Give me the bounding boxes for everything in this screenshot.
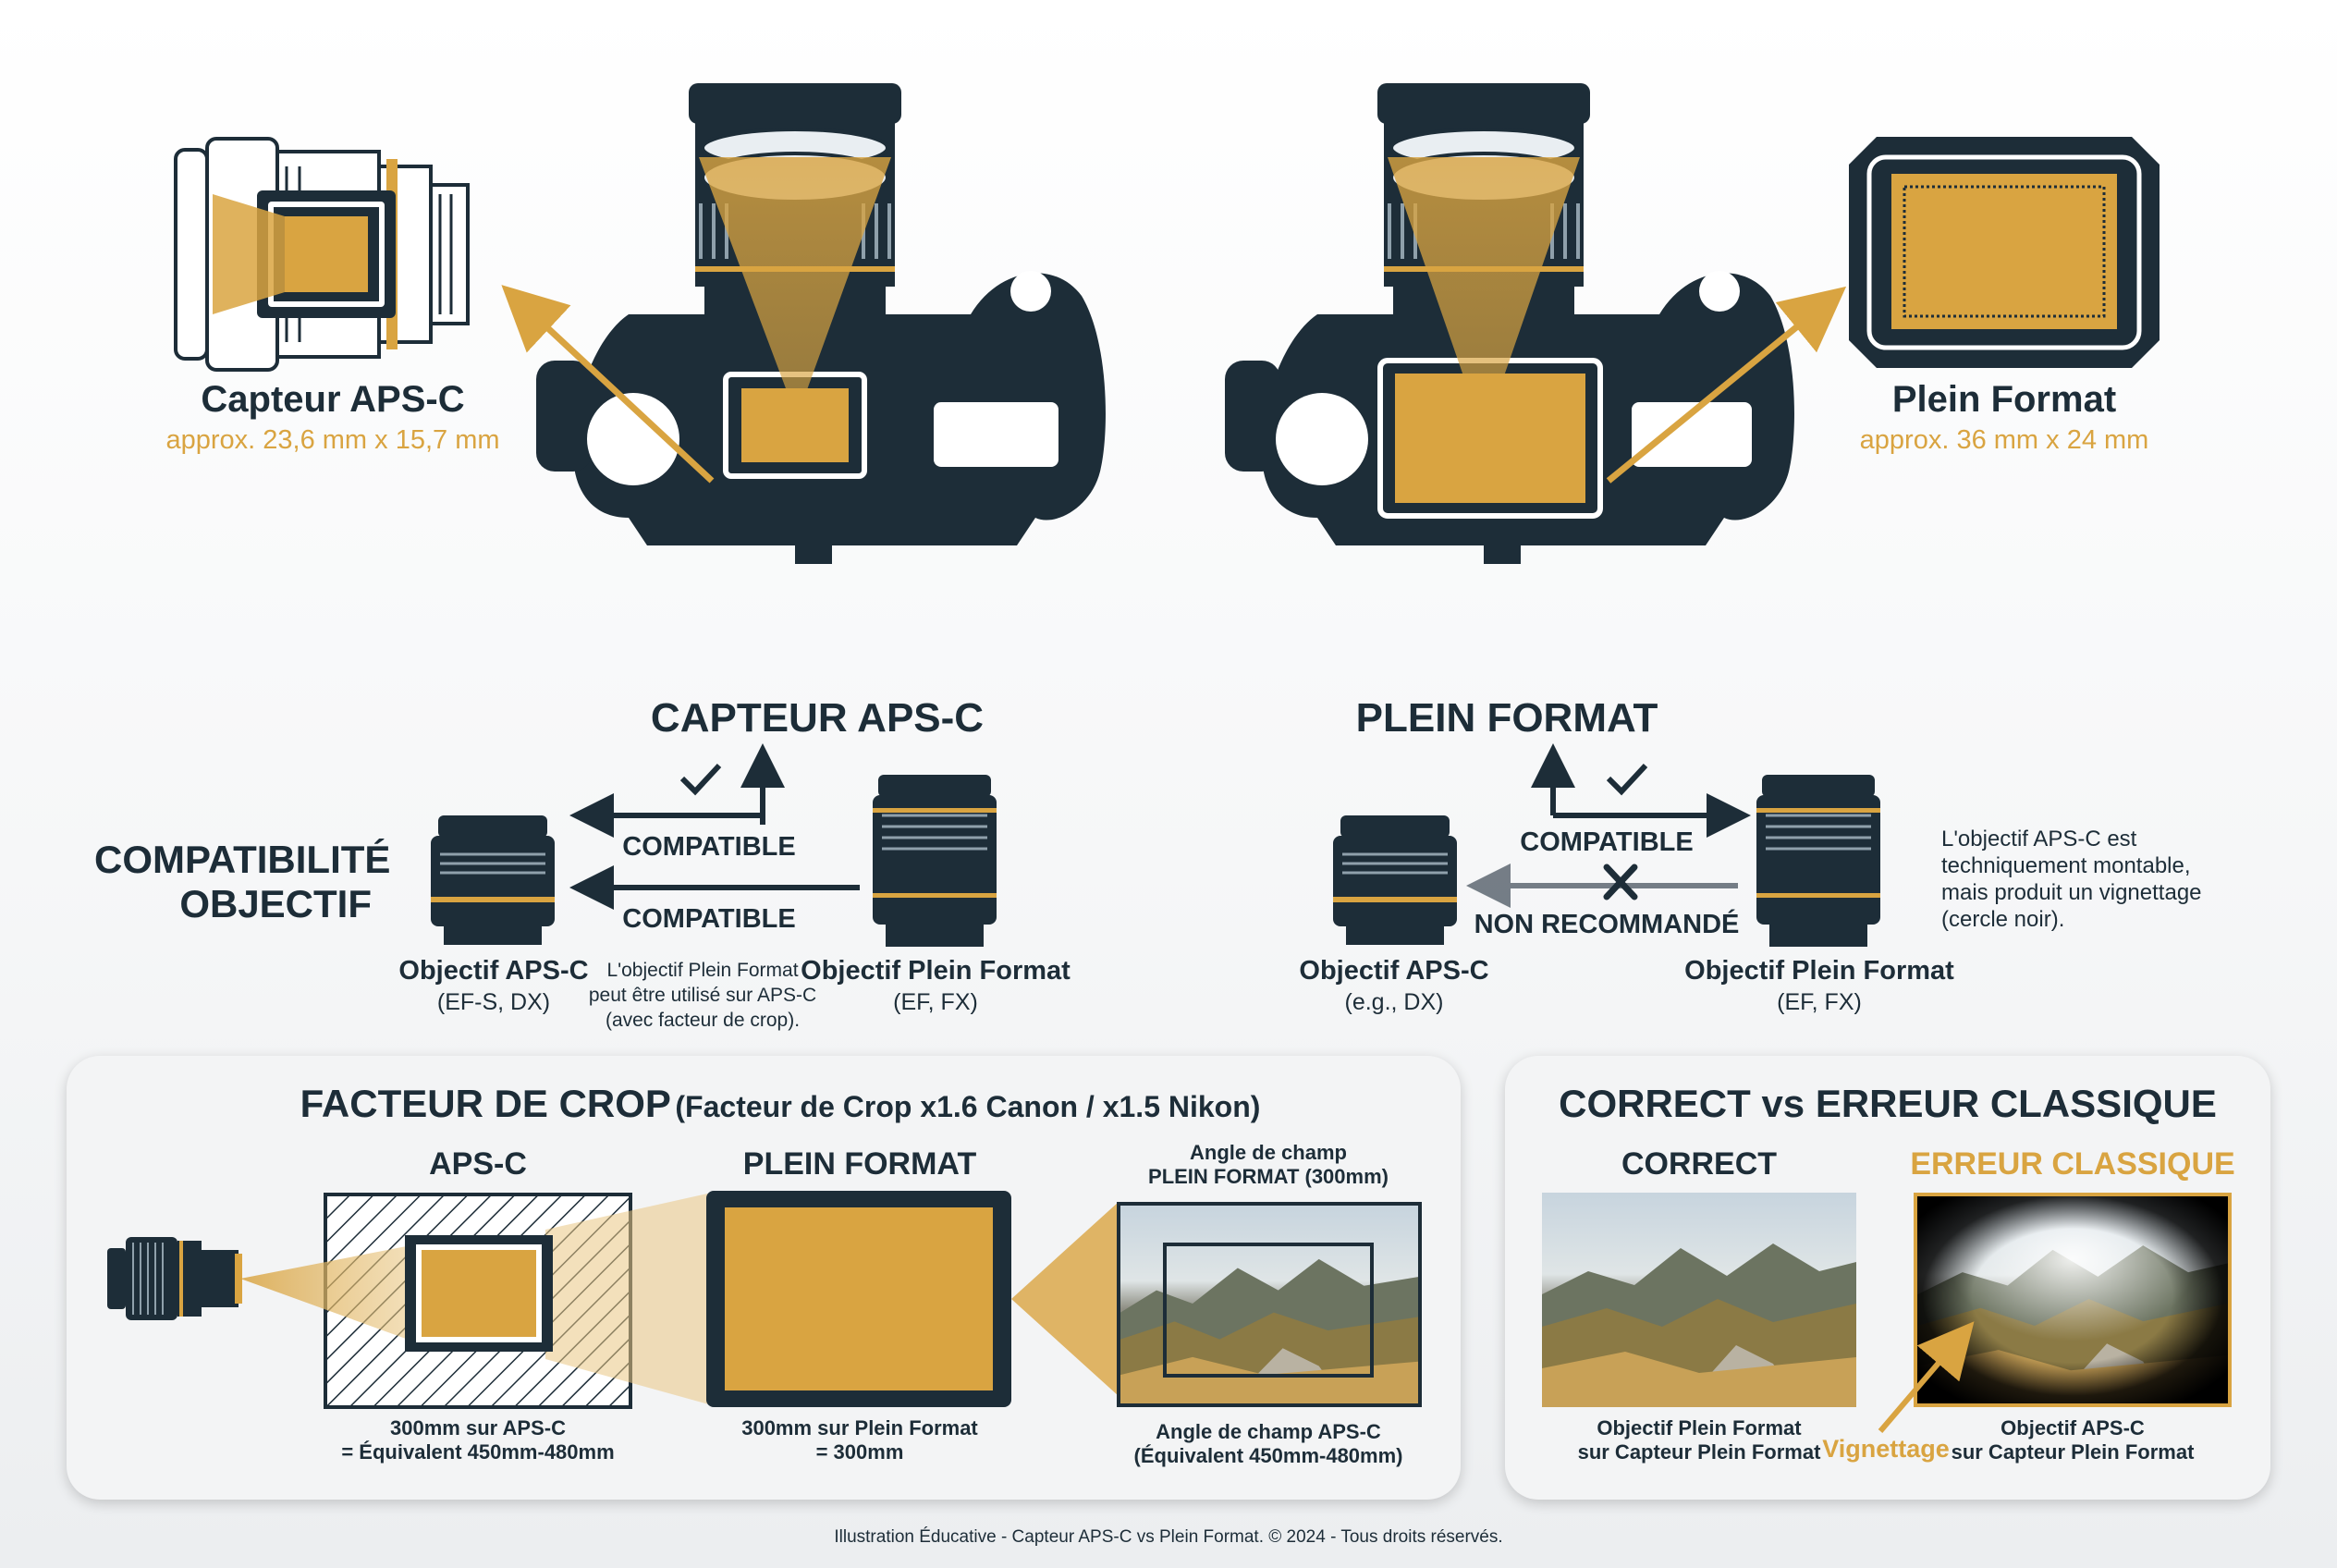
full-sensor-size: approx. 36 mm x 24 mm (1859, 425, 2149, 455)
fov-apsc-frame (1163, 1243, 1374, 1378)
full-lens-sub-right: (EF, FX) (1777, 989, 1862, 1015)
compat-left-note-line1: L'objectif Plein Format (606, 960, 799, 981)
apsc-sensor-title: Capteur APS-C (201, 379, 465, 420)
fov-full-line2: PLEIN FORMAT (300mm) (1148, 1165, 1389, 1188)
compat-right-note: L'objectif APS-C est techniquement monta… (1941, 827, 2202, 932)
full-lens-name-right: Objectif Plein Format (1684, 956, 1954, 986)
apsc-lens-sub-left: (EF-S, DX) (436, 989, 551, 1015)
apsc-lens-sub-right: (e.g., DX) (1344, 989, 1444, 1015)
correct-caption-line1: Objectif Plein Format (1597, 1416, 1802, 1439)
compat-right-not-recommended: NON RECOMMANDÉ (1474, 910, 1740, 939)
fov-apsc-line2: (Équivalent 450mm-480mm) (1133, 1444, 1403, 1467)
apsc-lens-name-left: Objectif APS-C (398, 956, 589, 986)
error-caption: Objectif APS-C sur Capteur Plein Format (1952, 1416, 2195, 1464)
apsc-lens-name-right: Objectif APS-C (1299, 956, 1489, 986)
fov-full-line1: Angle de champ (1190, 1141, 1347, 1164)
compat-left-note: L'objectif Plein Format peut être utilis… (589, 958, 816, 1033)
full-lens-icon-right (1756, 775, 1880, 947)
correct-label: CORRECT (1621, 1146, 1778, 1182)
crop-full-label: PLEIN FORMAT (742, 1146, 977, 1182)
crop-apsc-caption-line1: 300mm sur APS-C (390, 1416, 566, 1439)
vignetting-label: Vignettage (1822, 1435, 1950, 1463)
compat-title: COMPATIBILITÉ OBJECTIF (94, 838, 391, 926)
fov-apsc-label: Angle de champ APS-C (Équivalent 450mm-4… (1134, 1420, 1403, 1468)
crop-full-caption-line2: = 300mm (815, 1440, 904, 1464)
compat-arrows-right (1466, 743, 1751, 908)
crop-full-caption: 300mm sur Plein Format = 300mm (741, 1416, 978, 1464)
correct-caption: Objectif Plein Format sur Capteur Plein … (1578, 1416, 1821, 1464)
full-frame-sensor-illustration (1849, 137, 2160, 368)
apsc-camera-label: CAPTEUR APS-C (650, 695, 985, 741)
full-lens-icon-left (873, 775, 997, 947)
footer: Illustration Éducative - Capteur APS-C v… (834, 1527, 1503, 1547)
error-caption-line1: Objectif APS-C (2001, 1416, 2145, 1439)
full-camera-label: PLEIN FORMAT (1355, 695, 1658, 741)
compat-title-line2: OBJECTIF (179, 882, 372, 925)
apsc-sensor-arrow (501, 285, 715, 484)
correct-photo (1542, 1193, 1856, 1407)
full-sensor-arrow (1606, 286, 1847, 484)
compat-left-note-line3: (avec facteur de crop). (605, 1010, 801, 1031)
crop-title: FACTEUR DE CROP (300, 1082, 671, 1125)
compat-title-line1: COMPATIBILITÉ (94, 838, 391, 881)
compat-arrows-left (569, 743, 860, 910)
compat-left-label-1: COMPATIBLE (622, 832, 796, 862)
full-lens-name-left: Objectif Plein Format (801, 956, 1071, 986)
fov-full-photo (1117, 1202, 1422, 1407)
compat-right-label: COMPATIBLE (1520, 827, 1694, 857)
correct-panel-title: CORRECT vs ERREUR CLASSIQUE (1559, 1082, 2217, 1125)
crop-diagram (107, 1191, 1119, 1409)
full-frame-camera (1225, 83, 1794, 564)
vignetting-arrow (1878, 1321, 1975, 1433)
crop-apsc-caption: 300mm sur APS-C = Équivalent 450mm-480mm (341, 1416, 614, 1464)
error-caption-line2: sur Capteur Plein Format (1951, 1440, 2195, 1464)
apsc-lens-icon-right (1333, 815, 1457, 945)
error-label: ERREUR CLASSIQUE (1910, 1146, 2235, 1182)
crop-full-caption-line1: 300mm sur Plein Format (741, 1416, 978, 1439)
fov-apsc-line1: Angle de champ APS-C (1156, 1420, 1381, 1443)
full-lens-sub-left: (EF, FX) (893, 989, 978, 1015)
apsc-lens-icon-left (431, 815, 555, 945)
compat-left-note-line2: peut être utilisé sur APS-C (588, 985, 817, 1006)
crop-apsc-caption-line2: = Équivalent 450mm-480mm (341, 1440, 615, 1464)
fov-full-label: Angle de champ PLEIN FORMAT (300mm) (1148, 1141, 1389, 1189)
apsc-lens-sensor-illustration (174, 137, 470, 372)
crop-title-row: FACTEUR DE CROP (Facteur de Crop x1.6 Ca… (300, 1082, 1261, 1126)
correct-caption-line2: sur Capteur Plein Format (1577, 1440, 1821, 1464)
error-photo (1914, 1193, 2232, 1407)
crop-title-sub: (Facteur de Crop x1.6 Canon / x1.5 Nikon… (675, 1090, 1261, 1123)
crop-apsc-label: APS-C (429, 1146, 527, 1182)
full-sensor-title: Plein Format (1891, 379, 2117, 420)
compat-left-label-2: COMPATIBLE (622, 904, 796, 934)
apsc-sensor-size: approx. 23,6 mm x 15,7 mm (165, 425, 500, 455)
